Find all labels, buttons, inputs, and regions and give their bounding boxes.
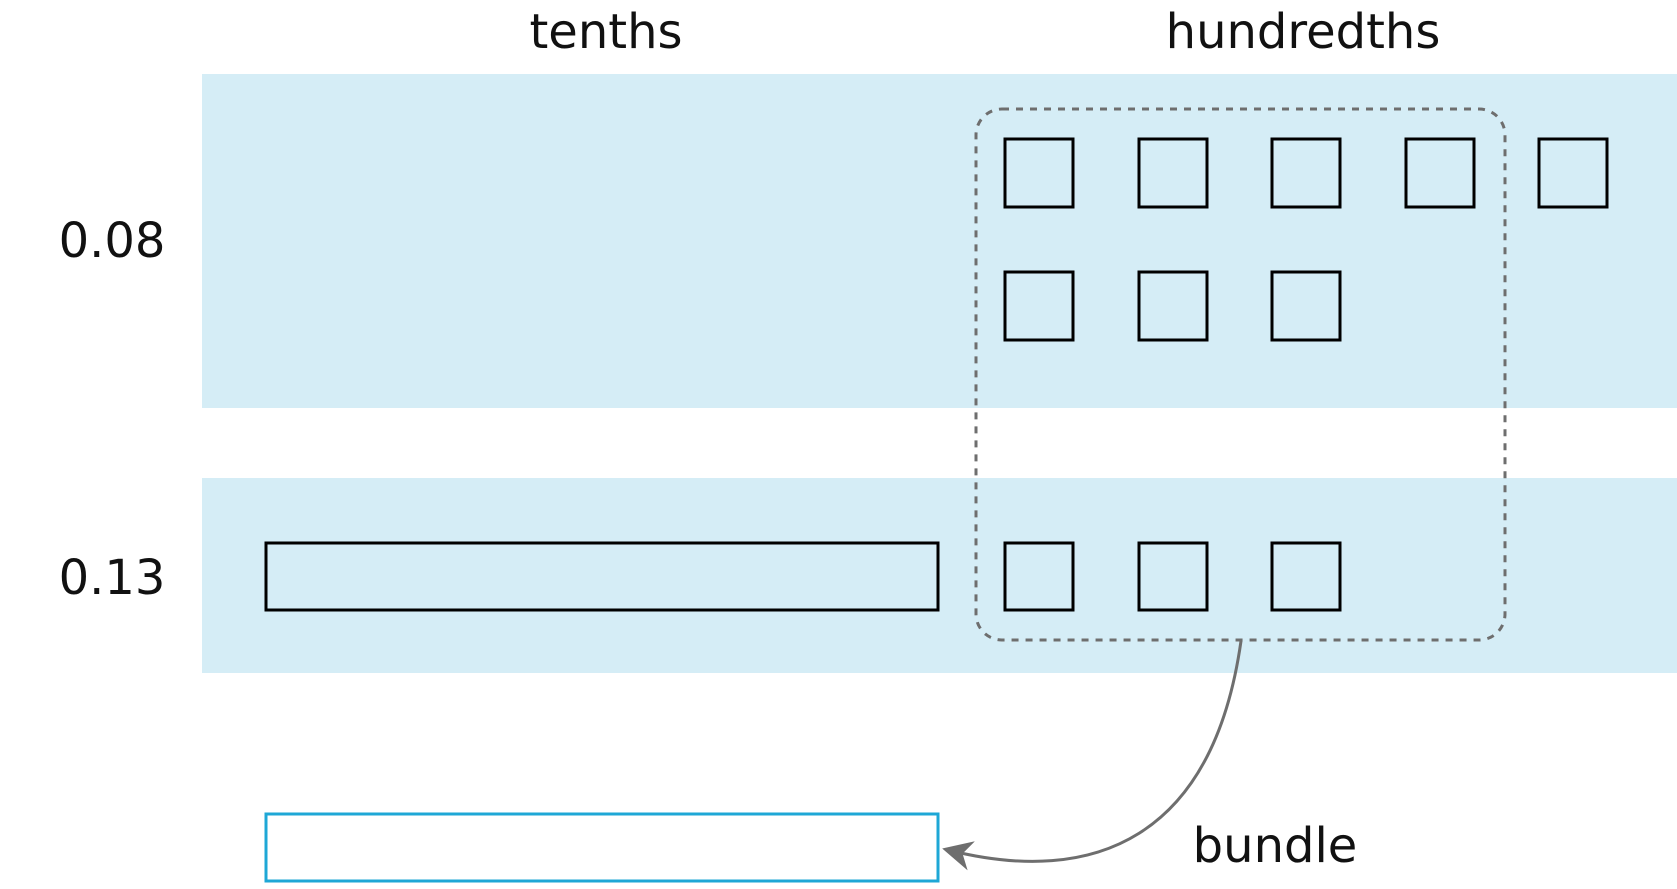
result-tenth-bar <box>264 812 940 883</box>
hundredth-square <box>1270 137 1342 209</box>
hundredths-header: hundredths <box>1166 4 1441 60</box>
hundredth-square <box>1003 541 1075 612</box>
hundredth-square <box>1137 270 1209 342</box>
hundredth-square <box>1270 270 1342 342</box>
hundredth-square <box>1003 137 1075 209</box>
row-label-2: 0.13 <box>59 550 166 606</box>
hundredth-square <box>1537 137 1609 209</box>
row-label-1: 0.08 <box>59 213 166 269</box>
bundle-arrow <box>942 640 1243 871</box>
bundle-label: bundle <box>1193 818 1358 874</box>
hundredth-square <box>1137 137 1209 209</box>
bundle-group-outline <box>974 107 1507 642</box>
row-band-1 <box>202 74 1677 408</box>
hundredth-square <box>1404 137 1476 209</box>
tenth-bar <box>264 541 940 612</box>
hundredth-square <box>1137 541 1209 612</box>
tenths-header: tenths <box>529 4 682 60</box>
hundredth-square <box>1003 270 1075 342</box>
hundredth-square <box>1270 541 1342 612</box>
